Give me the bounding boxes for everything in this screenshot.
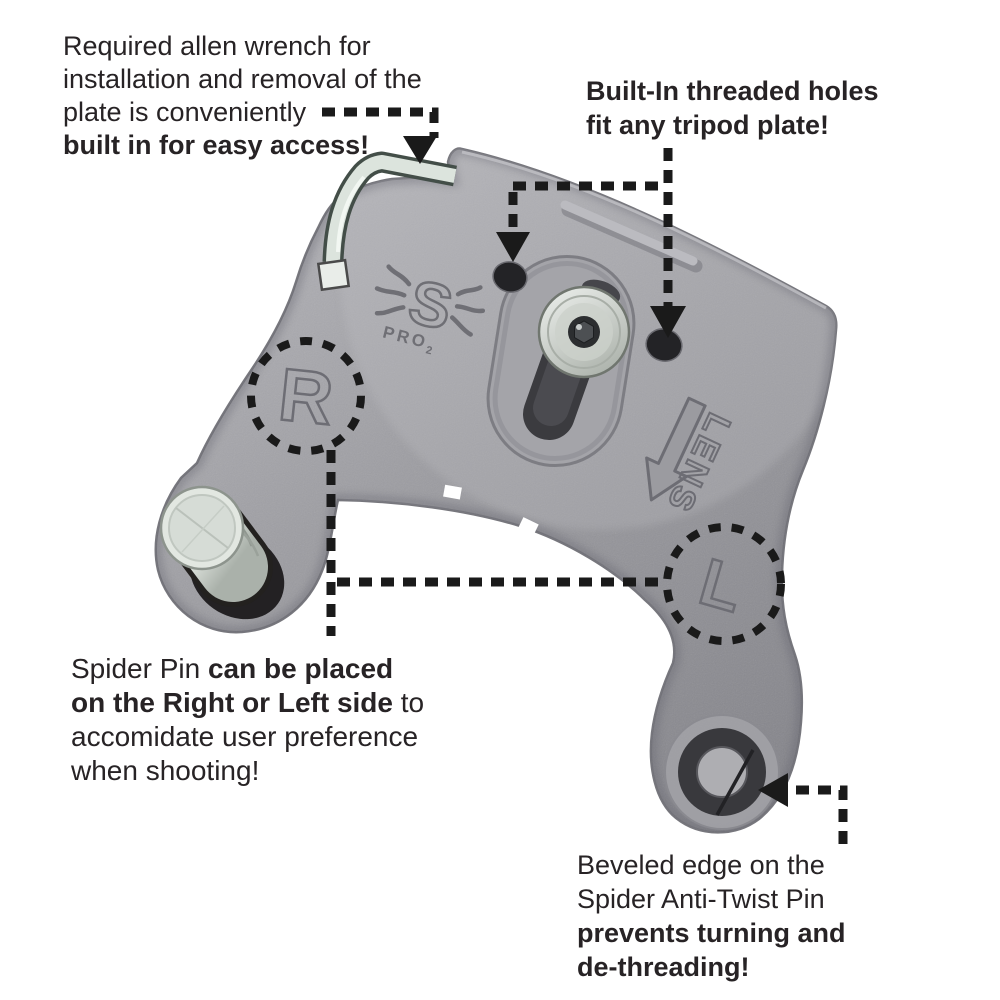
- arrowhead-hole-right: [650, 306, 686, 338]
- callout-text: plate is conveniently: [63, 97, 307, 127]
- connector-allen-wrench: [322, 107, 439, 138]
- callout-text: de-threading!: [577, 952, 750, 982]
- spider-leg: [449, 315, 473, 337]
- callout-text: prevents turning and: [577, 918, 846, 948]
- callout-text: Built-In threaded holes: [586, 76, 879, 106]
- callout-text: Spider Pin: [71, 653, 208, 684]
- mounting-screw: [537, 285, 631, 379]
- right-marker-engraving: R: [275, 352, 337, 440]
- marker-circle-right: [247, 337, 365, 455]
- spider-leg: [454, 304, 486, 314]
- callout-line: plate is conveniently: [63, 96, 422, 129]
- threaded-hole-left: [492, 261, 528, 293]
- callout-text: to: [393, 687, 425, 718]
- lens-arrow-shape: [645, 396, 707, 502]
- callout-spider-pin: Spider Pin can be placed on the Right or…: [71, 652, 424, 788]
- spider-pin: [159, 485, 285, 620]
- callout-text: Beveled edge on the: [577, 850, 825, 880]
- spider-leg: [374, 305, 406, 316]
- callout-text: when shooting!: [71, 755, 260, 786]
- spider-leg: [455, 285, 483, 297]
- callout-line: on the Right or Left side to: [71, 686, 424, 720]
- callout-line: prevents turning and: [577, 916, 846, 950]
- callout-text: Spider Anti-Twist Pin: [577, 884, 825, 914]
- callout-line: Built-In threaded holes: [586, 74, 879, 108]
- edge-notch: [443, 484, 462, 500]
- callout-allen-wrench: Required allen wrench for installation a…: [63, 30, 422, 162]
- allen-wrench: [316, 151, 457, 292]
- callout-text: on the Right or Left side: [71, 687, 393, 718]
- spider-leg: [374, 286, 407, 298]
- callout-text: built in for easy access!: [63, 130, 370, 160]
- arrowhead-allen-wrench: [403, 136, 437, 164]
- arrowhead-hole-left: [496, 232, 530, 262]
- callout-threaded-holes: Built-In threaded holes fit any tripod p…: [586, 74, 879, 142]
- callout-line: Required allen wrench for: [63, 30, 422, 63]
- callout-line: when shooting!: [71, 754, 424, 788]
- spider-leg: [386, 264, 412, 287]
- anti-twist-pin-hole: [664, 714, 780, 830]
- callout-line: installation and removal of the: [63, 63, 422, 96]
- callout-line: accomidate user preference: [71, 720, 424, 754]
- callout-line: Beveled edge on the: [577, 848, 846, 882]
- bevel-edge-line: [715, 749, 755, 816]
- arrowhead-anti-twist: [758, 773, 788, 807]
- callout-text: accomidate user preference: [71, 721, 419, 752]
- callout-text: can be placed: [207, 653, 394, 684]
- edge-notch: [518, 517, 539, 536]
- callout-text: fit any tripod plate!: [586, 110, 829, 140]
- callout-line: Spider Anti-Twist Pin: [577, 882, 846, 916]
- marker-circle-left: [663, 523, 785, 645]
- callout-line: Spider Pin can be placed: [71, 652, 424, 686]
- callout-text: installation and removal of the: [63, 64, 422, 94]
- callout-anti-twist: Beveled edge on the Spider Anti-Twist Pi…: [577, 848, 846, 984]
- callout-line: fit any tripod plate!: [586, 108, 879, 142]
- callout-line: de-threading!: [577, 950, 846, 984]
- callout-text: Required allen wrench for: [63, 31, 371, 61]
- callout-line: built in for easy access!: [63, 129, 422, 162]
- wrench-tip: [316, 258, 351, 292]
- connector-anti-twist: [780, 785, 848, 844]
- top-ridge: [560, 200, 703, 273]
